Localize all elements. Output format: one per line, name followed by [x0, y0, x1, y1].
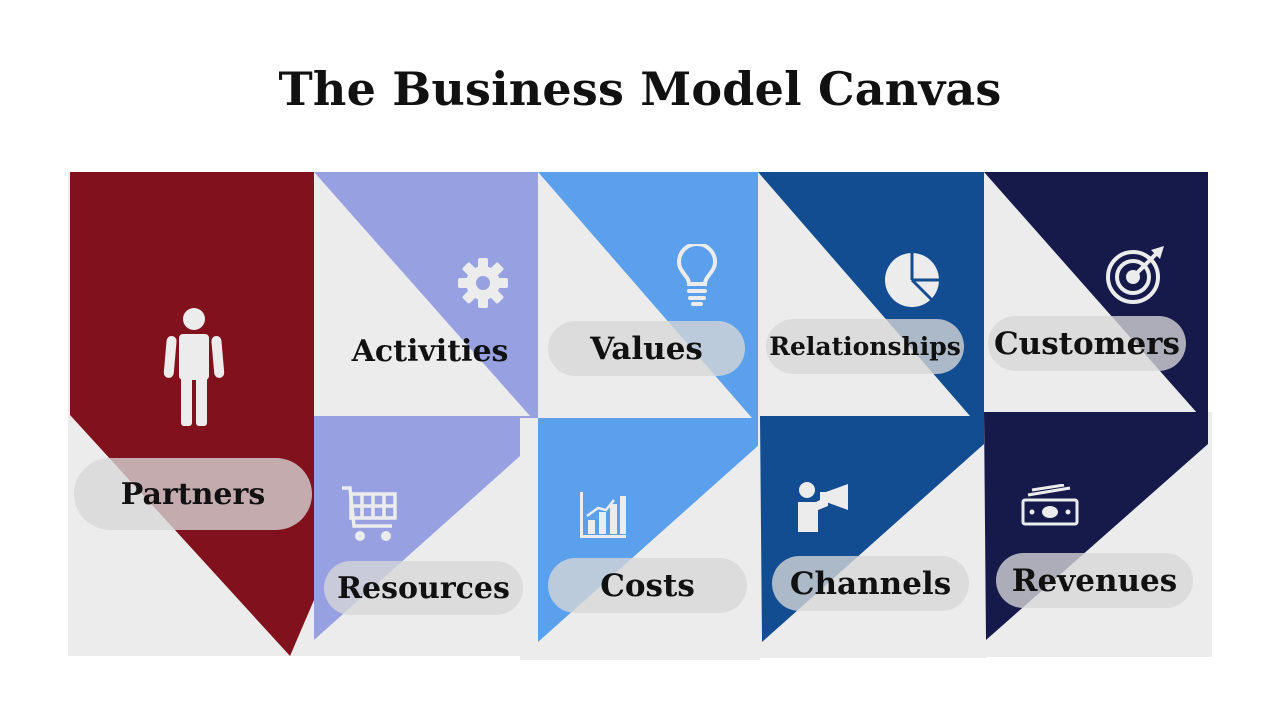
- lightbulb-icon: [676, 244, 718, 306]
- money-icon: [1021, 484, 1079, 526]
- activities-triangle: [314, 172, 538, 416]
- resources-label: Resources: [324, 561, 523, 615]
- values-label: Values: [548, 321, 745, 376]
- customers-label: Customers: [988, 316, 1186, 371]
- megaphone-icon: [798, 482, 848, 532]
- bar-chart-icon: [580, 492, 626, 538]
- channels-label: Channels: [772, 556, 969, 611]
- page-title: The Business Model Canvas: [278, 62, 1002, 116]
- target-icon: [1106, 246, 1164, 304]
- activities-label: Activities: [351, 333, 509, 369]
- partners-label: Partners: [74, 458, 312, 530]
- costs-label: Costs: [548, 558, 747, 613]
- relationships-label: Relationships: [766, 319, 964, 374]
- revenues-label: Revenues: [996, 553, 1193, 608]
- gear-icon: [458, 258, 508, 308]
- shopping-cart-icon: [342, 486, 397, 541]
- pie-chart-icon: [885, 252, 940, 307]
- person-icon: [163, 308, 225, 426]
